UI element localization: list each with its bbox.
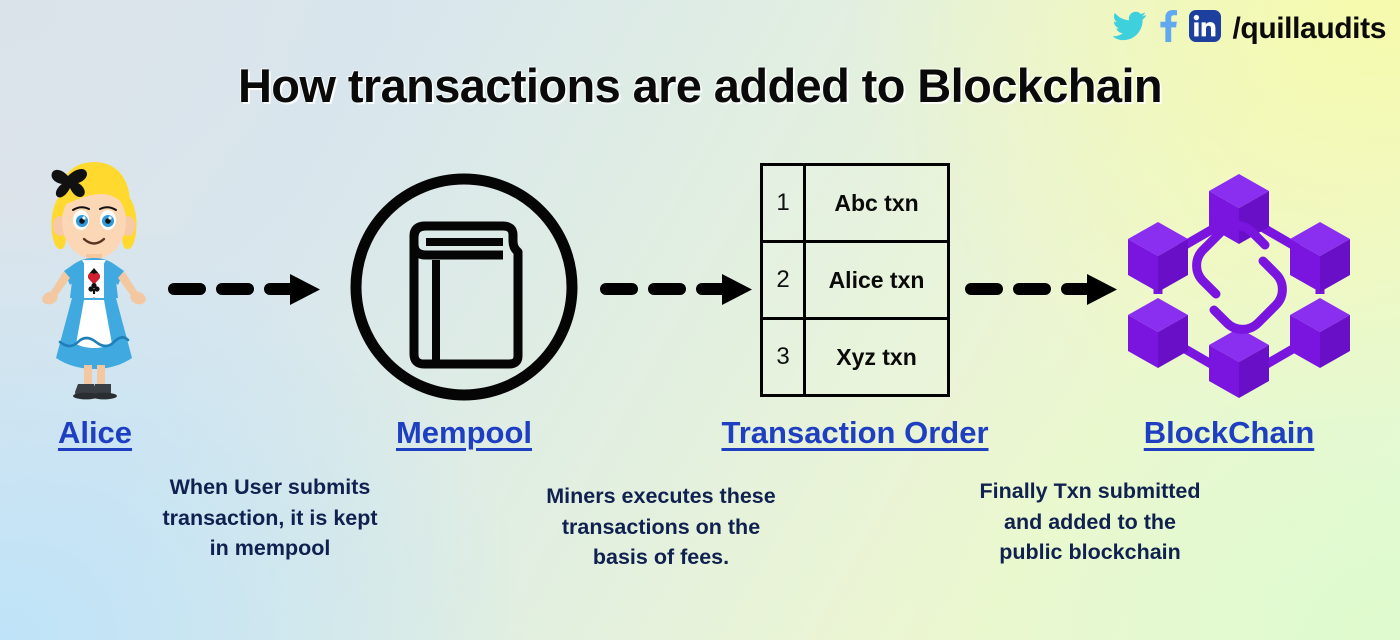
caption-line: transaction, it is kept [162,505,378,530]
table-row-index: 1 [763,166,806,240]
table-row-index: 2 [763,243,806,317]
arrow-mempool-to-order [600,274,756,313]
quillaudits-handle: /quillaudits [1232,11,1386,45]
caption-line: transactions on the [561,514,761,539]
caption-line: public blockchain [999,540,1181,565]
facebook-icon[interactable] [1158,10,1178,47]
table-row: 2 Alice txn [763,243,947,320]
blockchain-cubes-icon [1108,148,1370,409]
caption-line: in mempool [209,536,331,561]
caption-line: Miners executes these [546,484,776,508]
linkedin-icon[interactable] [1189,10,1222,47]
stage-label-mempool[interactable]: Mempool [395,415,533,450]
alice-character-icon [34,150,154,405]
table-row-index: 3 [763,320,806,394]
caption-alice: When User submits transaction, it is kep… [130,472,410,564]
caption-line: When User submits [169,475,371,499]
caption-transaction-order: Finally Txn submitted and added to the p… [950,476,1230,568]
caption-line: Finally Txn submitted [979,479,1201,503]
stage-label-alice[interactable]: Alice [57,415,133,450]
caption-line: basis of fees. [592,545,730,570]
social-links-bar: /quillaudits [1113,10,1386,47]
table-row-name: Alice txn [828,266,925,293]
arrow-order-to-blockchain [965,274,1121,313]
caption-mempool: Miners executes these transactions on th… [521,481,801,573]
twitter-icon[interactable] [1113,11,1147,46]
table-row: 3 Xyz txn [763,320,947,394]
table-row-name: Abc txn [834,189,919,216]
table-row: 1 Abc txn [763,166,947,243]
stage-label-transaction-order[interactable]: Transaction Order [721,415,989,450]
page-title: How transactions are added to Blockchain [237,59,1163,112]
table-row-name: Xyz txn [836,343,917,370]
book-circle-icon [348,168,580,411]
transaction-table-icon: 1 Abc txn 2 Alice txn 3 Xyz txn [760,163,950,397]
caption-line: and added to the [1004,509,1176,534]
arrow-alice-to-mempool [168,274,324,313]
stage-label-blockchain[interactable]: BlockChain [1143,415,1315,450]
